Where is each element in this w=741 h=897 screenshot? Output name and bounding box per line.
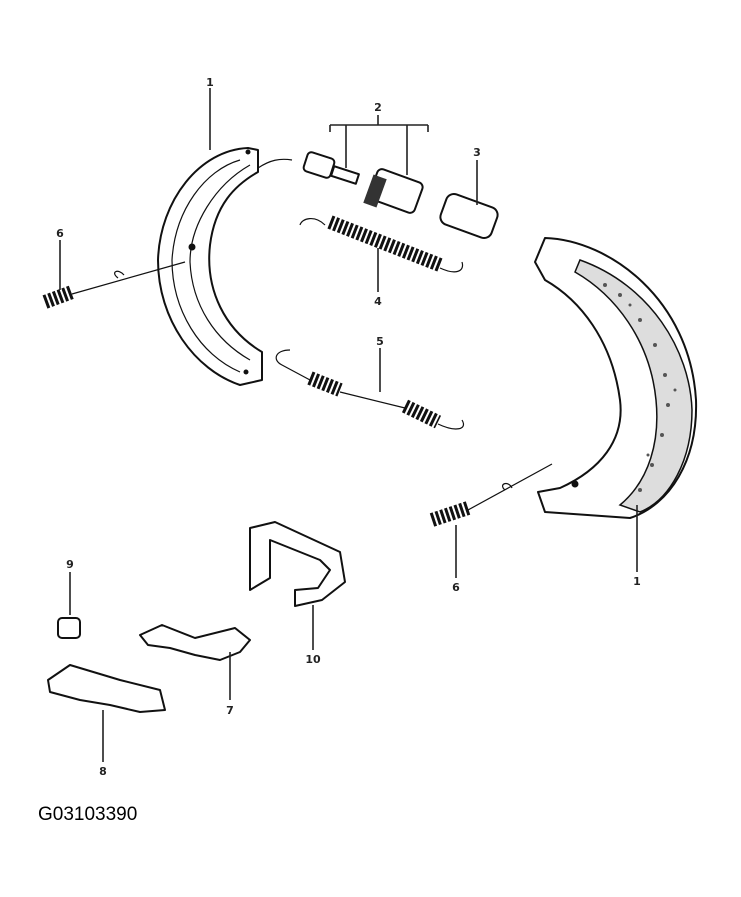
pin-cap bbox=[57, 617, 81, 639]
leader-lines bbox=[59, 88, 638, 762]
hold-down-spring-left bbox=[42, 261, 186, 309]
reference-code: G03103390 bbox=[38, 804, 137, 825]
retaining-clip bbox=[249, 521, 346, 607]
adjuster-screw bbox=[257, 151, 499, 240]
callout-2: 2 bbox=[374, 101, 382, 114]
callout-8: 8 bbox=[99, 765, 107, 778]
callout-5: 5 bbox=[376, 335, 384, 348]
upper-return-spring bbox=[299, 215, 464, 273]
right-brake-shoe bbox=[534, 237, 698, 519]
callout-9: 9 bbox=[66, 558, 74, 571]
left-brake-shoe bbox=[157, 147, 263, 386]
callout-6-right: 6 bbox=[452, 581, 460, 594]
callout-3: 3 bbox=[473, 146, 481, 159]
adjuster-plate bbox=[139, 624, 251, 661]
callout-4: 4 bbox=[374, 295, 382, 308]
callout-7: 7 bbox=[226, 704, 234, 717]
adjuster-lever bbox=[47, 664, 166, 713]
lower-return-spring bbox=[275, 349, 464, 430]
callout-10: 10 bbox=[305, 653, 321, 666]
callout-1-right: 1 bbox=[633, 575, 641, 588]
callout-6-left: 6 bbox=[56, 227, 64, 240]
callout-1-top: 1 bbox=[206, 76, 214, 89]
hold-down-spring-right bbox=[429, 463, 553, 527]
